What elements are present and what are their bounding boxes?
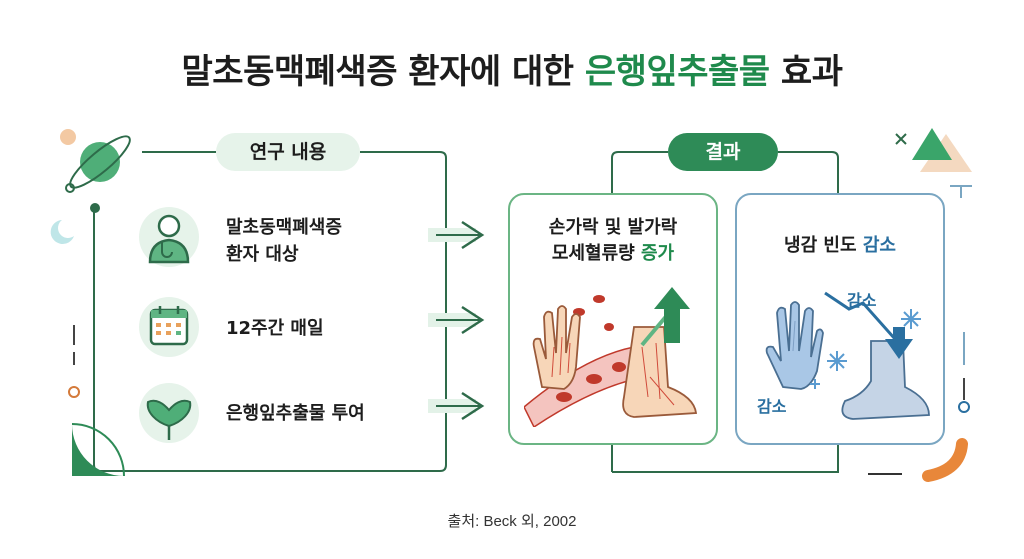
calendar-icon [139,297,199,357]
card-title-highlight: 증가 [640,243,675,264]
page-title: 말초동맥폐색증 환자에 대한 은행잎추출물 효과 [0,44,1024,93]
study-item-line: 말초동맥폐색증 [226,217,342,238]
study-item-target: 말초동맥폐색증 환자 대상 [226,214,342,268]
title-suffix: 효과 [769,52,843,92]
arrow-icon [428,305,485,335]
study-section-label: 연구 내용 [216,133,360,171]
study-item-duration: 12주간 매일 [226,315,324,342]
study-item-treatment: 은행잎추출물 투여 [226,400,365,427]
study-item-line: 환자 대상 [226,244,299,265]
card-title-highlight: 감소 [862,235,896,256]
card-title-prefix: 냉감 빈도 [784,235,863,256]
cold-hand-foot-icon [765,291,930,420]
planet-decoration [50,129,131,244]
card-title: 손가락 및 발가락 모세혈류량 증가 [510,215,716,267]
title-prefix: 말초동맥폐색증 환자에 대한 [181,52,585,92]
study-item-line: 은행잎추출물 투여 [226,403,365,424]
study-item-line: 12주간 매일 [226,318,324,339]
results-section-label: 결과 [668,133,778,171]
triangle-decoration [895,128,972,198]
doctor-icon [139,207,199,267]
arrow-icon [428,391,485,421]
card-title-prefix: 모세혈류량 [551,243,641,264]
source-citation: 출처: Beck 외, 2002 [447,513,577,530]
decrease-label-bottom: 감소 [757,397,787,416]
card-title-line: 손가락 및 발가락 [548,217,678,238]
blood-flow-hand-foot-icon [524,287,698,427]
ginkgo-leaf-icon [139,383,199,443]
card-title: 냉감 빈도 감소 [737,233,943,259]
arrow-icon [428,220,485,250]
title-highlight: 은행잎추출물 [584,52,770,92]
result-card-cold-sensation: 냉감 빈도 감소 감소 감소 [735,193,945,445]
result-card-blood-flow: 손가락 및 발가락 모세혈류량 증가 [508,193,718,445]
